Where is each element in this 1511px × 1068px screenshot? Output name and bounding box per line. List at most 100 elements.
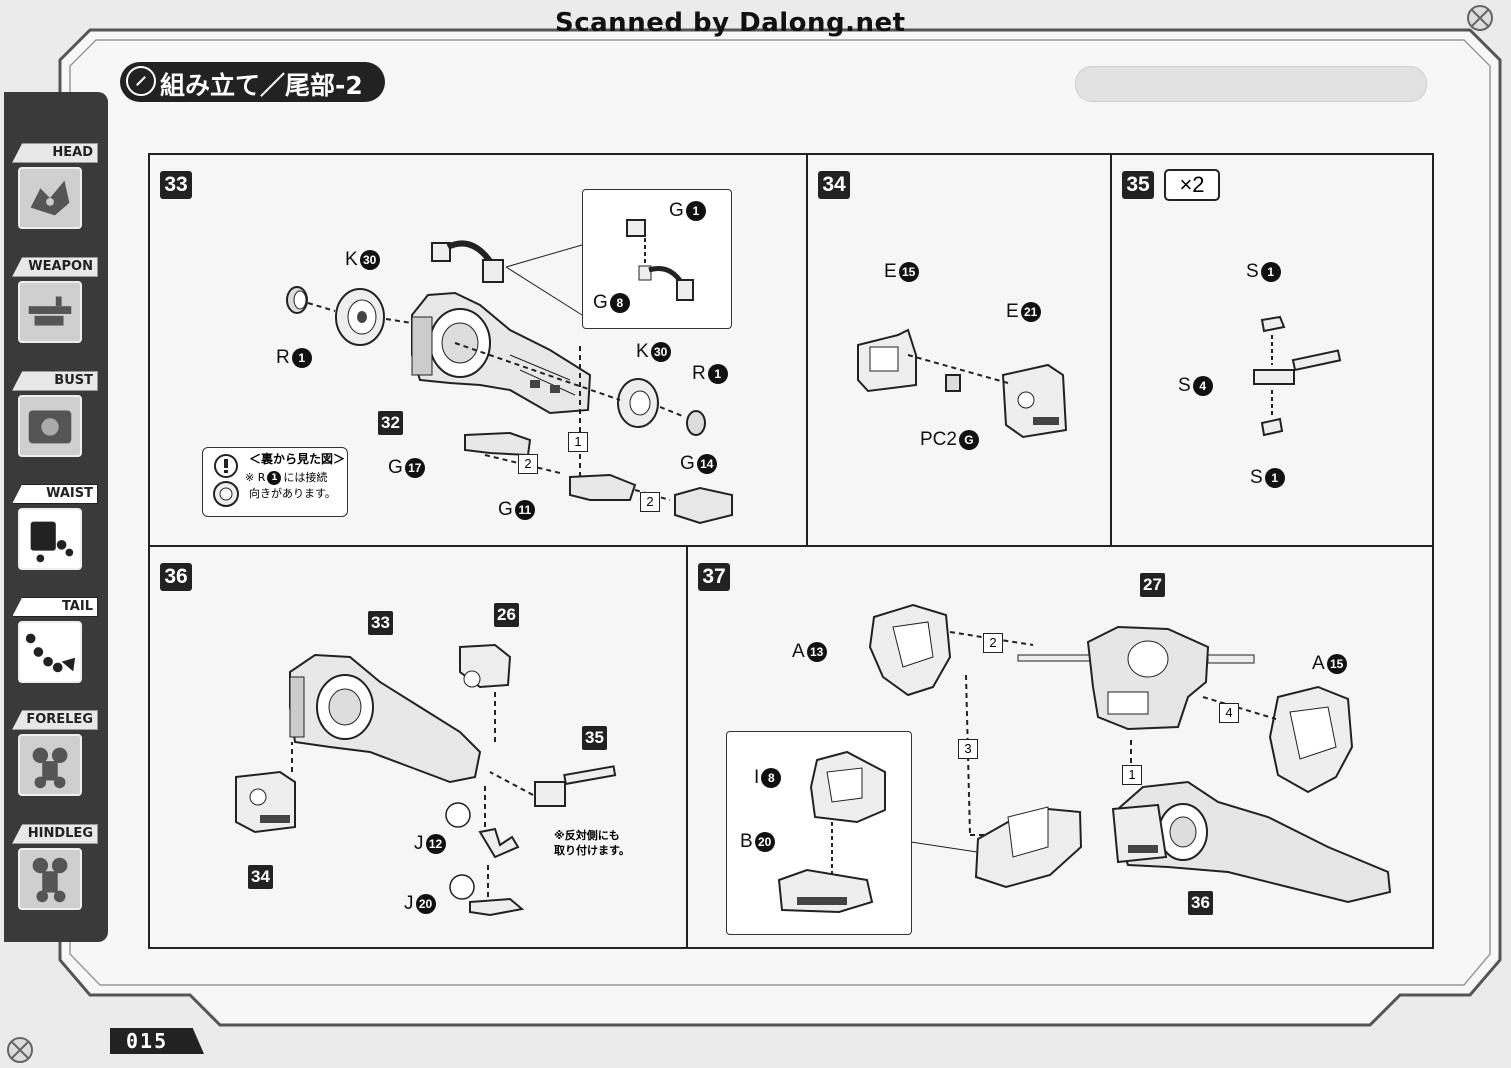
step-37-diagram — [868, 603, 1392, 904]
head-thumbnail-icon — [18, 167, 82, 229]
step-number: 37 — [698, 563, 730, 591]
waist-thumbnail-icon — [18, 508, 82, 570]
part-g17 — [464, 431, 532, 457]
part-j12 — [478, 827, 520, 859]
note-opposite-side-2: 取り付けます。 — [554, 844, 630, 857]
sequence-marker-2b: 2 — [640, 492, 660, 512]
mirror-title-ghost — [1075, 66, 1427, 102]
step-37-panel: 37 — [686, 545, 1434, 949]
detail-inset-diagram — [626, 219, 694, 301]
part-a13-shell — [868, 603, 952, 697]
part-a15-shell — [1268, 685, 1354, 794]
step-number: 34 — [818, 171, 850, 199]
page-title: 組み立て／尾部-2 — [160, 71, 363, 100]
weapon-thumbnail-icon — [18, 281, 82, 343]
part-g11 — [569, 473, 637, 501]
part-e21 — [1001, 363, 1068, 439]
sidebar-item-label: WEAPON — [12, 257, 98, 277]
sequence-marker-1: 1 — [568, 432, 588, 452]
sidebar-item-hindleg[interactable]: HINDLEG — [12, 824, 98, 924]
part-k30-wheel-right — [617, 378, 659, 428]
part-26 — [459, 643, 512, 689]
ref-tag-36: 36 — [1188, 891, 1213, 915]
step-33-panel: 33 — [148, 153, 808, 547]
part-j20 — [469, 897, 525, 917]
sequence-marker-3: 3 — [958, 739, 978, 759]
sidebar-item-weapon[interactable]: WEAPON — [12, 257, 98, 357]
note-opposite-side-1: ※反対側にも — [554, 829, 620, 842]
sidebar-item-tail[interactable]: TAIL — [12, 597, 98, 697]
page-number: 015 — [110, 1028, 204, 1054]
sidebar-item-label: TAIL — [12, 597, 98, 617]
sidebar-item-label: FORELEG — [12, 710, 98, 730]
part-s1-bottom — [1260, 417, 1284, 437]
title-bar — [120, 62, 385, 102]
part-33-tail-body — [289, 653, 482, 784]
foreleg-thumbnail-icon — [18, 734, 82, 796]
part-27-assembly — [1017, 625, 1255, 731]
detail-inset-base-diagram — [777, 750, 978, 914]
ref-tag-26: 26 — [494, 603, 519, 627]
sidebar-item-label: HINDLEG — [12, 824, 98, 844]
hindleg-thumbnail-icon — [18, 848, 82, 910]
part-connector-top — [431, 240, 504, 283]
sidebar-item-foreleg[interactable]: FORELEG — [12, 710, 98, 810]
step-number: 33 — [160, 171, 192, 199]
scan-credit: Scanned by Dalong.net — [555, 8, 906, 38]
detail-inset — [582, 189, 732, 329]
step-36-diagram — [235, 643, 617, 917]
ref-tag-27: 27 — [1140, 573, 1165, 597]
sequence-marker-1: 1 — [1122, 765, 1142, 785]
ref-tag-34: 34 — [248, 865, 273, 889]
tail-thumbnail-icon — [18, 621, 82, 683]
part-e15 — [857, 328, 917, 393]
part-s4-barrel — [1253, 349, 1342, 385]
note-title: ＜裏から見た図＞ — [249, 452, 346, 466]
part-pc2g — [945, 374, 961, 392]
sequence-marker-2: 2 — [983, 633, 1003, 653]
sequence-marker-2: 2 — [518, 454, 538, 474]
part-35-barrel — [534, 765, 617, 807]
bust-thumbnail-icon — [18, 395, 82, 457]
sidebar-item-label: BUST — [12, 371, 98, 391]
step-33-diagram — [286, 240, 733, 525]
sidebar-item-head[interactable]: HEAD — [12, 143, 98, 243]
part-k30-wheel — [335, 288, 385, 346]
sidebar-item-label: HEAD — [12, 143, 98, 163]
part-r1-gear — [286, 286, 308, 314]
step-number: 36 — [160, 563, 192, 591]
warning-icon — [213, 454, 239, 507]
quantity-multiplier: ×2 — [1164, 169, 1220, 201]
sidebar-item-bust[interactable]: BUST — [12, 371, 98, 471]
sidebar-item-waist[interactable]: WAIST — [12, 484, 98, 584]
ref-tag-32: 32 — [378, 411, 403, 435]
step-number: 35 — [1122, 171, 1154, 199]
part-34-box — [235, 770, 296, 834]
ref-tag-35: 35 — [582, 726, 607, 750]
part-36-assembly — [1111, 780, 1392, 904]
sequence-marker-4: 4 — [1219, 703, 1239, 723]
